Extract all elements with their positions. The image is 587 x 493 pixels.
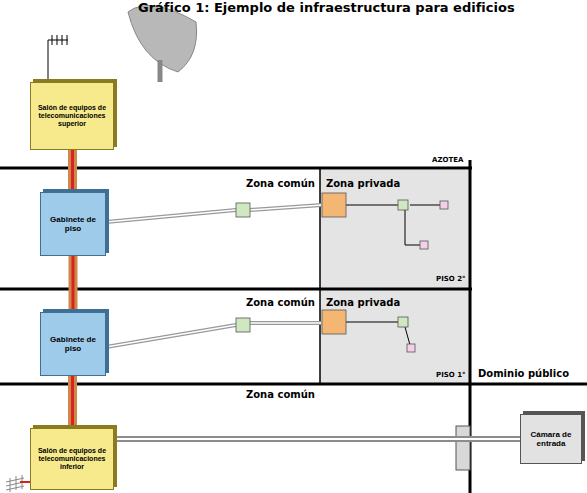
ground-symbol bbox=[6, 475, 24, 492]
entry-cable bbox=[114, 439, 520, 440]
antenna bbox=[62, 35, 63, 45]
zone-label: AZOTEA bbox=[432, 156, 463, 164]
riser-cable bbox=[72, 150, 73, 192]
equipment-room: Salón de equipos de telecomunicaciones s… bbox=[30, 82, 114, 150]
private-wiring bbox=[345, 205, 440, 345]
antenna bbox=[52, 35, 53, 45]
zone-label: Zona privada bbox=[326, 297, 400, 308]
antenna-mast bbox=[48, 40, 49, 80]
zone-label: Zona común bbox=[246, 389, 315, 400]
cable bbox=[106, 205, 322, 347]
wall-passage bbox=[456, 426, 470, 470]
antenna bbox=[57, 35, 58, 45]
node-text: Salón de equipos de telecomunicaciones s… bbox=[33, 104, 111, 128]
private-zone bbox=[320, 170, 470, 288]
node-text: Salón de equipos de telecomunicaciones i… bbox=[33, 447, 111, 471]
private-zone bbox=[320, 290, 470, 383]
node-text: Cámara de entrada bbox=[523, 430, 579, 448]
node-text: Gabinete de piso bbox=[43, 215, 103, 233]
zone-label: PISO 1° bbox=[436, 371, 466, 379]
zone-label: PISO 2° bbox=[436, 275, 466, 283]
riser-cable bbox=[72, 376, 73, 428]
node-text: Gabinete de piso bbox=[43, 335, 103, 353]
zone-label: Zona común bbox=[246, 178, 315, 189]
zone-line bbox=[319, 168, 321, 384]
zone-label: Zona común bbox=[246, 297, 315, 308]
riser-cable bbox=[73, 256, 74, 312]
zone-label: Dominio público bbox=[478, 368, 569, 379]
floor-cabinet: Gabinete de piso bbox=[40, 312, 106, 376]
equipment-room: Salón de equipos de telecomunicaciones i… bbox=[30, 428, 114, 490]
dish-mount bbox=[158, 60, 163, 82]
zone-label: Zona privada bbox=[326, 178, 400, 189]
floor-cabinet: Gabinete de piso bbox=[40, 192, 106, 256]
antenna bbox=[67, 35, 68, 45]
register-box bbox=[236, 203, 250, 332]
distribution-box bbox=[322, 193, 346, 334]
floor-line bbox=[0, 383, 587, 386]
figure-title: Gráfico 1: Ejemplo de infraestructura pa… bbox=[138, 0, 515, 15]
antenna bbox=[48, 40, 68, 41]
entry-chamber: Cámara de entrada bbox=[520, 414, 582, 464]
